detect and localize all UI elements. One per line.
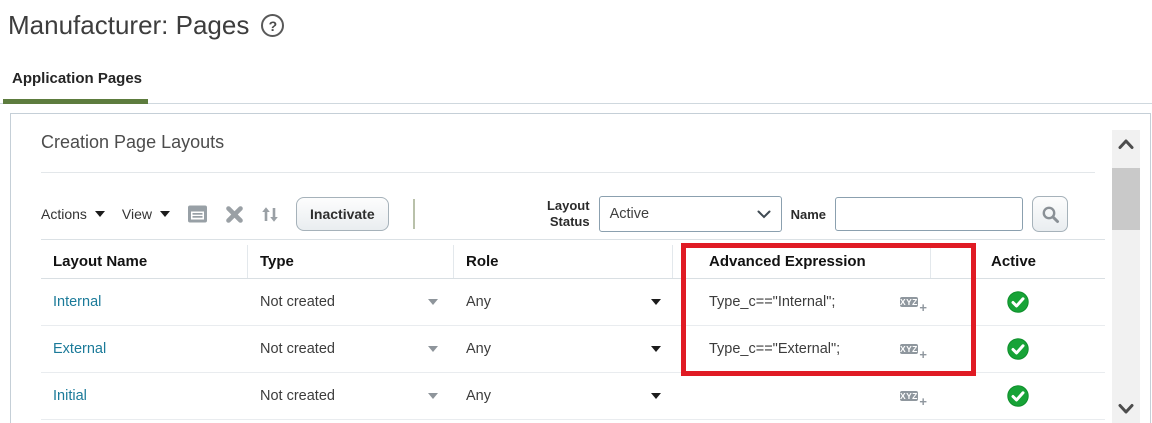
role-dropdown-icon[interactable] <box>651 299 661 305</box>
help-icon-glyph: ? <box>268 17 278 34</box>
layout-status-select[interactable]: Active <box>598 196 782 232</box>
table-row: External Not created Any Type_c=="Extern… <box>41 326 1105 373</box>
search-button[interactable] <box>1032 196 1068 232</box>
column-header-type: Type <box>248 245 454 278</box>
reorder-sort-icon[interactable] <box>261 205 279 224</box>
tab-application-pages[interactable]: Application Pages <box>12 70 143 87</box>
xyz-icon-box: XYZ <box>900 296 918 307</box>
scrollbar-thumb[interactable] <box>1112 168 1140 230</box>
type-dropdown-icon[interactable] <box>428 393 438 399</box>
expression-builder-icon[interactable]: XYZ + <box>900 340 927 362</box>
role-value: Any <box>466 388 491 404</box>
role-value: Any <box>466 341 491 357</box>
layouts-table: Layout Name Type Role Advanced Expressio… <box>41 245 1105 420</box>
expression-builder-icon[interactable]: XYZ + <box>900 387 927 409</box>
page-title: Manufacturer: Pages <box>8 10 250 40</box>
active-tab-underline <box>3 99 148 104</box>
view-menu-label: View <box>121 206 153 222</box>
toolbar-filter-group: Layout Status Active Name <box>538 196 1068 232</box>
active-check-icon <box>1007 385 1029 407</box>
help-icon[interactable]: ? <box>261 14 285 37</box>
column-header-active: Active <box>991 253 1037 270</box>
detach-table-icon[interactable] <box>187 204 208 224</box>
panel-heading: Creation Page Layouts <box>41 132 225 152</box>
expression-builder-icon[interactable]: XYZ + <box>900 293 927 315</box>
page-header: Manufacturer: Pages ? <box>8 10 285 41</box>
role-dropdown-icon[interactable] <box>651 346 661 352</box>
column-header-role: Role <box>454 245 673 278</box>
table-header-row: Layout Name Type Role Advanced Expressio… <box>41 245 1105 279</box>
vertical-scrollbar[interactable] <box>1112 130 1140 423</box>
role-dropdown-icon[interactable] <box>651 393 661 399</box>
type-value: Not created <box>260 294 335 310</box>
xyz-icon-box: XYZ <box>900 343 918 354</box>
scroll-down-arrow[interactable] <box>1112 403 1140 415</box>
scroll-up-arrow[interactable] <box>1112 138 1140 150</box>
tab-bar: Application Pages <box>0 66 1152 104</box>
search-icon <box>1042 206 1059 223</box>
name-filter-input[interactable] <box>835 197 1023 231</box>
layout-status-label: Layout Status <box>546 198 590 229</box>
inactivate-button[interactable]: Inactivate <box>296 197 389 231</box>
type-value: Not created <box>260 388 335 404</box>
layout-link-initial[interactable]: Initial <box>53 388 87 404</box>
table-row: Initial Not created Any XYZ + <box>41 373 1105 420</box>
toolbar-left-group: Actions View <box>41 197 415 231</box>
active-check-icon <box>1007 291 1029 313</box>
tabbar-divider <box>0 103 1152 104</box>
xyz-icon-box: XYZ <box>900 390 918 401</box>
actions-menu[interactable]: Actions <box>41 206 105 222</box>
layout-link-internal[interactable]: Internal <box>53 294 102 310</box>
layout-link-external[interactable]: External <box>53 341 107 357</box>
advanced-expression-value: Type_c=="Internal"; <box>709 294 836 310</box>
xyz-icon-plus: + <box>919 346 927 362</box>
type-value: Not created <box>260 341 335 357</box>
advanced-expression-value: Type_c=="External"; <box>709 341 841 357</box>
heading-divider <box>41 172 1095 173</box>
type-dropdown-icon[interactable] <box>428 299 438 305</box>
table-toolbar: Actions View <box>41 194 1068 234</box>
x-icon-svg <box>226 205 243 223</box>
toolbar-divider <box>41 239 1105 240</box>
xyz-icon-plus: + <box>919 393 927 409</box>
column-header-advanced-expression: Advanced Expression <box>673 245 931 278</box>
column-header-layout-name: Layout Name <box>41 245 248 278</box>
sort-arrows-svg <box>262 206 278 222</box>
toolbar-separator <box>412 199 415 229</box>
actions-menu-label: Actions <box>41 206 87 222</box>
chevron-down-icon <box>1118 404 1134 414</box>
view-menu[interactable]: View <box>121 206 171 222</box>
delete-x-icon[interactable] <box>225 205 244 224</box>
chevron-up-icon <box>1118 139 1134 149</box>
detach-icon-svg <box>188 205 208 223</box>
caret-down-icon <box>94 211 105 217</box>
chevron-down-icon <box>757 210 771 218</box>
name-label: Name <box>790 206 826 222</box>
caret-down-icon <box>160 211 171 217</box>
xyz-icon-plus: + <box>919 299 927 315</box>
creation-page-layouts-panel: Creation Page Layouts Actions View <box>10 113 1151 423</box>
layout-status-value: Active <box>609 206 650 222</box>
active-check-icon <box>1007 338 1029 360</box>
role-value: Any <box>466 294 491 310</box>
table-row: Internal Not created Any Type_c=="Intern… <box>41 279 1105 326</box>
type-dropdown-icon[interactable] <box>428 346 438 352</box>
